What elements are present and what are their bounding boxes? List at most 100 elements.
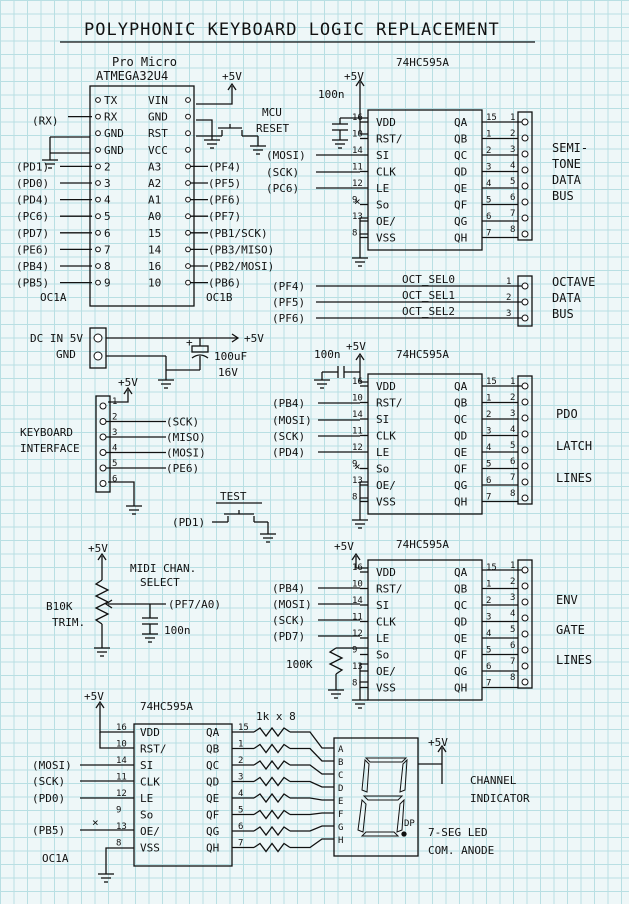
connector-pin[interactable]	[521, 382, 529, 390]
keyboard-pin[interactable]	[99, 418, 107, 425]
chip-left-pin-number: 10	[352, 580, 363, 590]
octave-pin[interactable]	[521, 282, 529, 290]
octave-pin[interactable]	[521, 298, 529, 306]
connector-pin[interactable]	[521, 646, 529, 654]
connector-pin[interactable]	[521, 462, 529, 470]
chip-left-pin-label: LE	[376, 182, 389, 195]
mcu-right-pin-label: 14	[148, 243, 162, 256]
semitone-rst-wire	[359, 118, 368, 135]
keyboard-pin[interactable]	[99, 480, 107, 487]
led-oc1a: OC1A	[42, 852, 69, 865]
chip-left-pin-number: 13	[352, 476, 363, 486]
connector-pin[interactable]	[521, 662, 529, 670]
connector-pin[interactable]	[521, 414, 529, 422]
connector-pin[interactable]	[521, 446, 529, 454]
power-pin-1[interactable]	[93, 333, 103, 343]
connector-pin[interactable]	[521, 678, 529, 686]
mcu-right-pin[interactable]	[185, 263, 191, 269]
mcu-left-net: (PD7)	[16, 227, 49, 240]
mcu-left-pin[interactable]	[95, 246, 101, 253]
mcu-left-pin[interactable]	[95, 180, 101, 186]
keyboard-pin[interactable]	[99, 402, 107, 410]
semitone-chip-label: 74HC595A	[396, 56, 449, 69]
mcu-right-pin[interactable]	[185, 196, 191, 203]
midi-trim-2: TRIM.	[52, 616, 85, 629]
connector-pin[interactable]	[521, 134, 529, 142]
connector-pin[interactable]	[521, 430, 529, 438]
keyboard-pin[interactable]	[99, 464, 107, 472]
mcu-outline	[89, 85, 195, 307]
led-label-2: COM. ANODE	[428, 844, 494, 857]
mcu-left-pin[interactable]	[95, 163, 101, 170]
connector-pin[interactable]	[521, 630, 529, 638]
keyboard-pin[interactable]	[99, 449, 107, 456]
led-input-net: (PB5)	[32, 824, 65, 837]
mcu-left-pin[interactable]	[95, 263, 101, 269]
mcu-name: Pro Micro	[112, 55, 177, 69]
connector-pin[interactable]	[521, 614, 529, 622]
bus-label: ENV	[556, 593, 578, 607]
power-pin-2[interactable]	[93, 351, 103, 361]
mcu-right-pin[interactable]	[185, 279, 191, 286]
midi-trimmer[interactable]	[94, 579, 110, 625]
connector-pin[interactable]	[521, 182, 529, 190]
mcu-left-pin-label: 9	[104, 277, 111, 290]
pdo-input-net: (PB4)	[272, 397, 305, 410]
chip-left-pin-number: 14	[352, 596, 363, 606]
led-chip-label: 74HC595A	[140, 700, 193, 713]
pdo-supply: +5V	[346, 340, 366, 353]
chip-left-pin-label: VSS	[376, 682, 396, 695]
mcu-right-pin[interactable]	[185, 213, 191, 220]
power-input: DC IN 5V GND +5V + 100uF 16V	[30, 327, 264, 389]
mcu-left-pin[interactable]	[95, 130, 101, 137]
mcu-net-rx: (RX)	[32, 115, 59, 128]
connector-pin[interactable]	[521, 566, 529, 574]
mcu-right-pin[interactable]	[185, 97, 191, 103]
chip-left-pin-number: 9	[352, 196, 357, 206]
chip-left-pin-label: RST/	[376, 583, 403, 596]
chip-right-pin-number: 7	[486, 229, 491, 239]
mcu-right-pin[interactable]	[185, 146, 191, 153]
connector-pin-number: 5	[510, 177, 515, 187]
connector-pin[interactable]	[521, 494, 529, 502]
connector-pin[interactable]	[521, 150, 529, 158]
mcu-left-pin-label: 5	[104, 210, 111, 223]
mcu-right-pin[interactable]	[185, 113, 191, 120]
mcu-left-pin[interactable]	[95, 146, 101, 153]
bus-label: OCTAVE	[552, 275, 595, 289]
connector-pin[interactable]	[521, 230, 529, 238]
mcu-left-pin[interactable]	[95, 229, 101, 236]
mcu-left-pin-label: RX	[104, 111, 118, 124]
connector-pin[interactable]	[521, 478, 529, 486]
connector-pin[interactable]	[521, 214, 529, 222]
led-input-net: (SCK)	[32, 775, 65, 788]
connector-pin[interactable]	[521, 118, 529, 126]
semitone-no-connect: ×	[354, 195, 361, 208]
connector-pin[interactable]	[521, 582, 529, 590]
mcu-right-pin[interactable]	[185, 246, 191, 253]
connector-pin[interactable]	[521, 198, 529, 206]
connector-pin[interactable]	[521, 166, 529, 174]
mcu-left-pin[interactable]	[95, 213, 101, 220]
mcu-left-pin[interactable]	[95, 279, 101, 286]
keyboard-pin[interactable]	[99, 433, 107, 441]
midi-trim-1: B10K	[46, 600, 73, 613]
mcu-right-pin-label: A0	[148, 210, 161, 223]
segment-resistor	[253, 825, 291, 837]
connector-pin[interactable]	[521, 398, 529, 406]
mcu-left-pin[interactable]	[95, 97, 101, 103]
connector-pin[interactable]	[521, 598, 529, 606]
mcu-left-pin[interactable]	[95, 113, 101, 120]
led-chip-right-pin-number: 7	[238, 839, 243, 849]
mcu-right-pin[interactable]	[185, 229, 191, 236]
connector-pin-number: 2	[510, 577, 515, 587]
mcu-right-pin[interactable]	[185, 130, 191, 137]
led-chip-left-pin-label: RST/	[140, 743, 167, 756]
keyboard-pin-number: 5	[112, 459, 117, 469]
mcu-right-pin[interactable]	[185, 180, 191, 186]
chip-right-pin-number: 1	[486, 394, 491, 404]
octave-pin[interactable]	[521, 314, 529, 322]
mcu-left-pin[interactable]	[95, 196, 101, 203]
mcu-right-pin[interactable]	[185, 163, 191, 170]
env-chip-label: 74HC595A	[396, 538, 449, 551]
